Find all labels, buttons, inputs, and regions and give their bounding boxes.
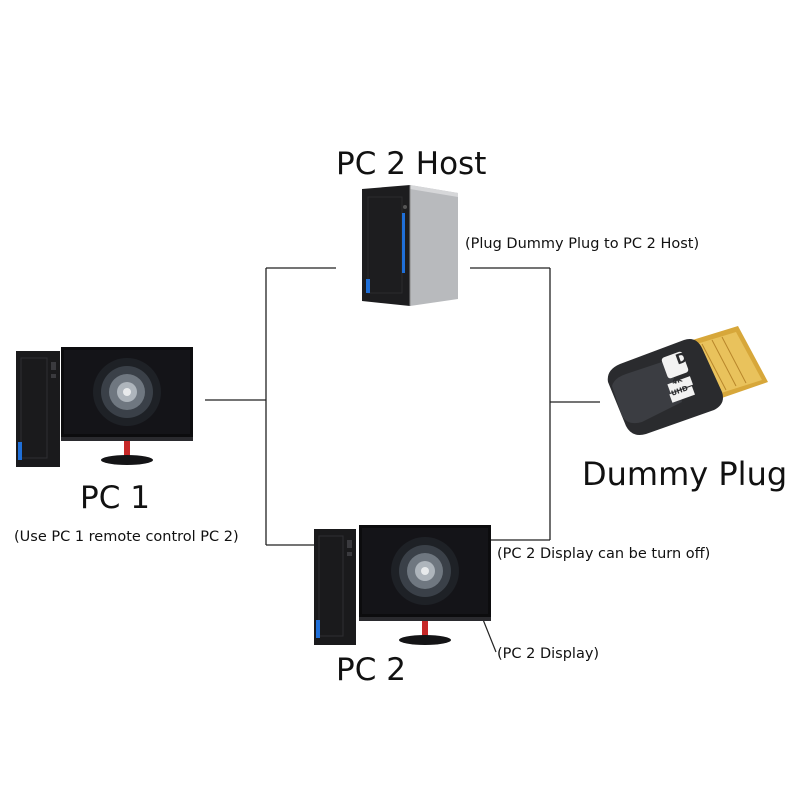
pc1-label: PC 1 — [80, 480, 150, 516]
pc2-host-label: PC 2 Host — [336, 146, 487, 182]
dummy-plug — [607, 326, 768, 435]
pc1-tower — [16, 351, 60, 467]
pc1-monitor — [61, 347, 193, 465]
pc2-host-note: (Plug Dummy Plug to PC 2 Host) — [465, 236, 700, 252]
displayport-logo — [661, 351, 689, 379]
pc2-monitor — [359, 525, 491, 645]
pc2-tower — [314, 529, 356, 645]
uhd-badge — [667, 376, 693, 393]
dummy-plug-label: Dummy Plug — [582, 455, 788, 493]
pc1-note: (Use PC 1 remote control PC 2) — [14, 529, 239, 545]
pc2-display-note: (PC 2 Display can be turn off) — [497, 546, 711, 562]
pc2-label: PC 2 — [336, 652, 406, 688]
blue-led-strip — [402, 213, 405, 273]
pc2-host-tower — [362, 185, 458, 306]
pc2-display-label: (PC 2 Display) — [497, 646, 600, 662]
